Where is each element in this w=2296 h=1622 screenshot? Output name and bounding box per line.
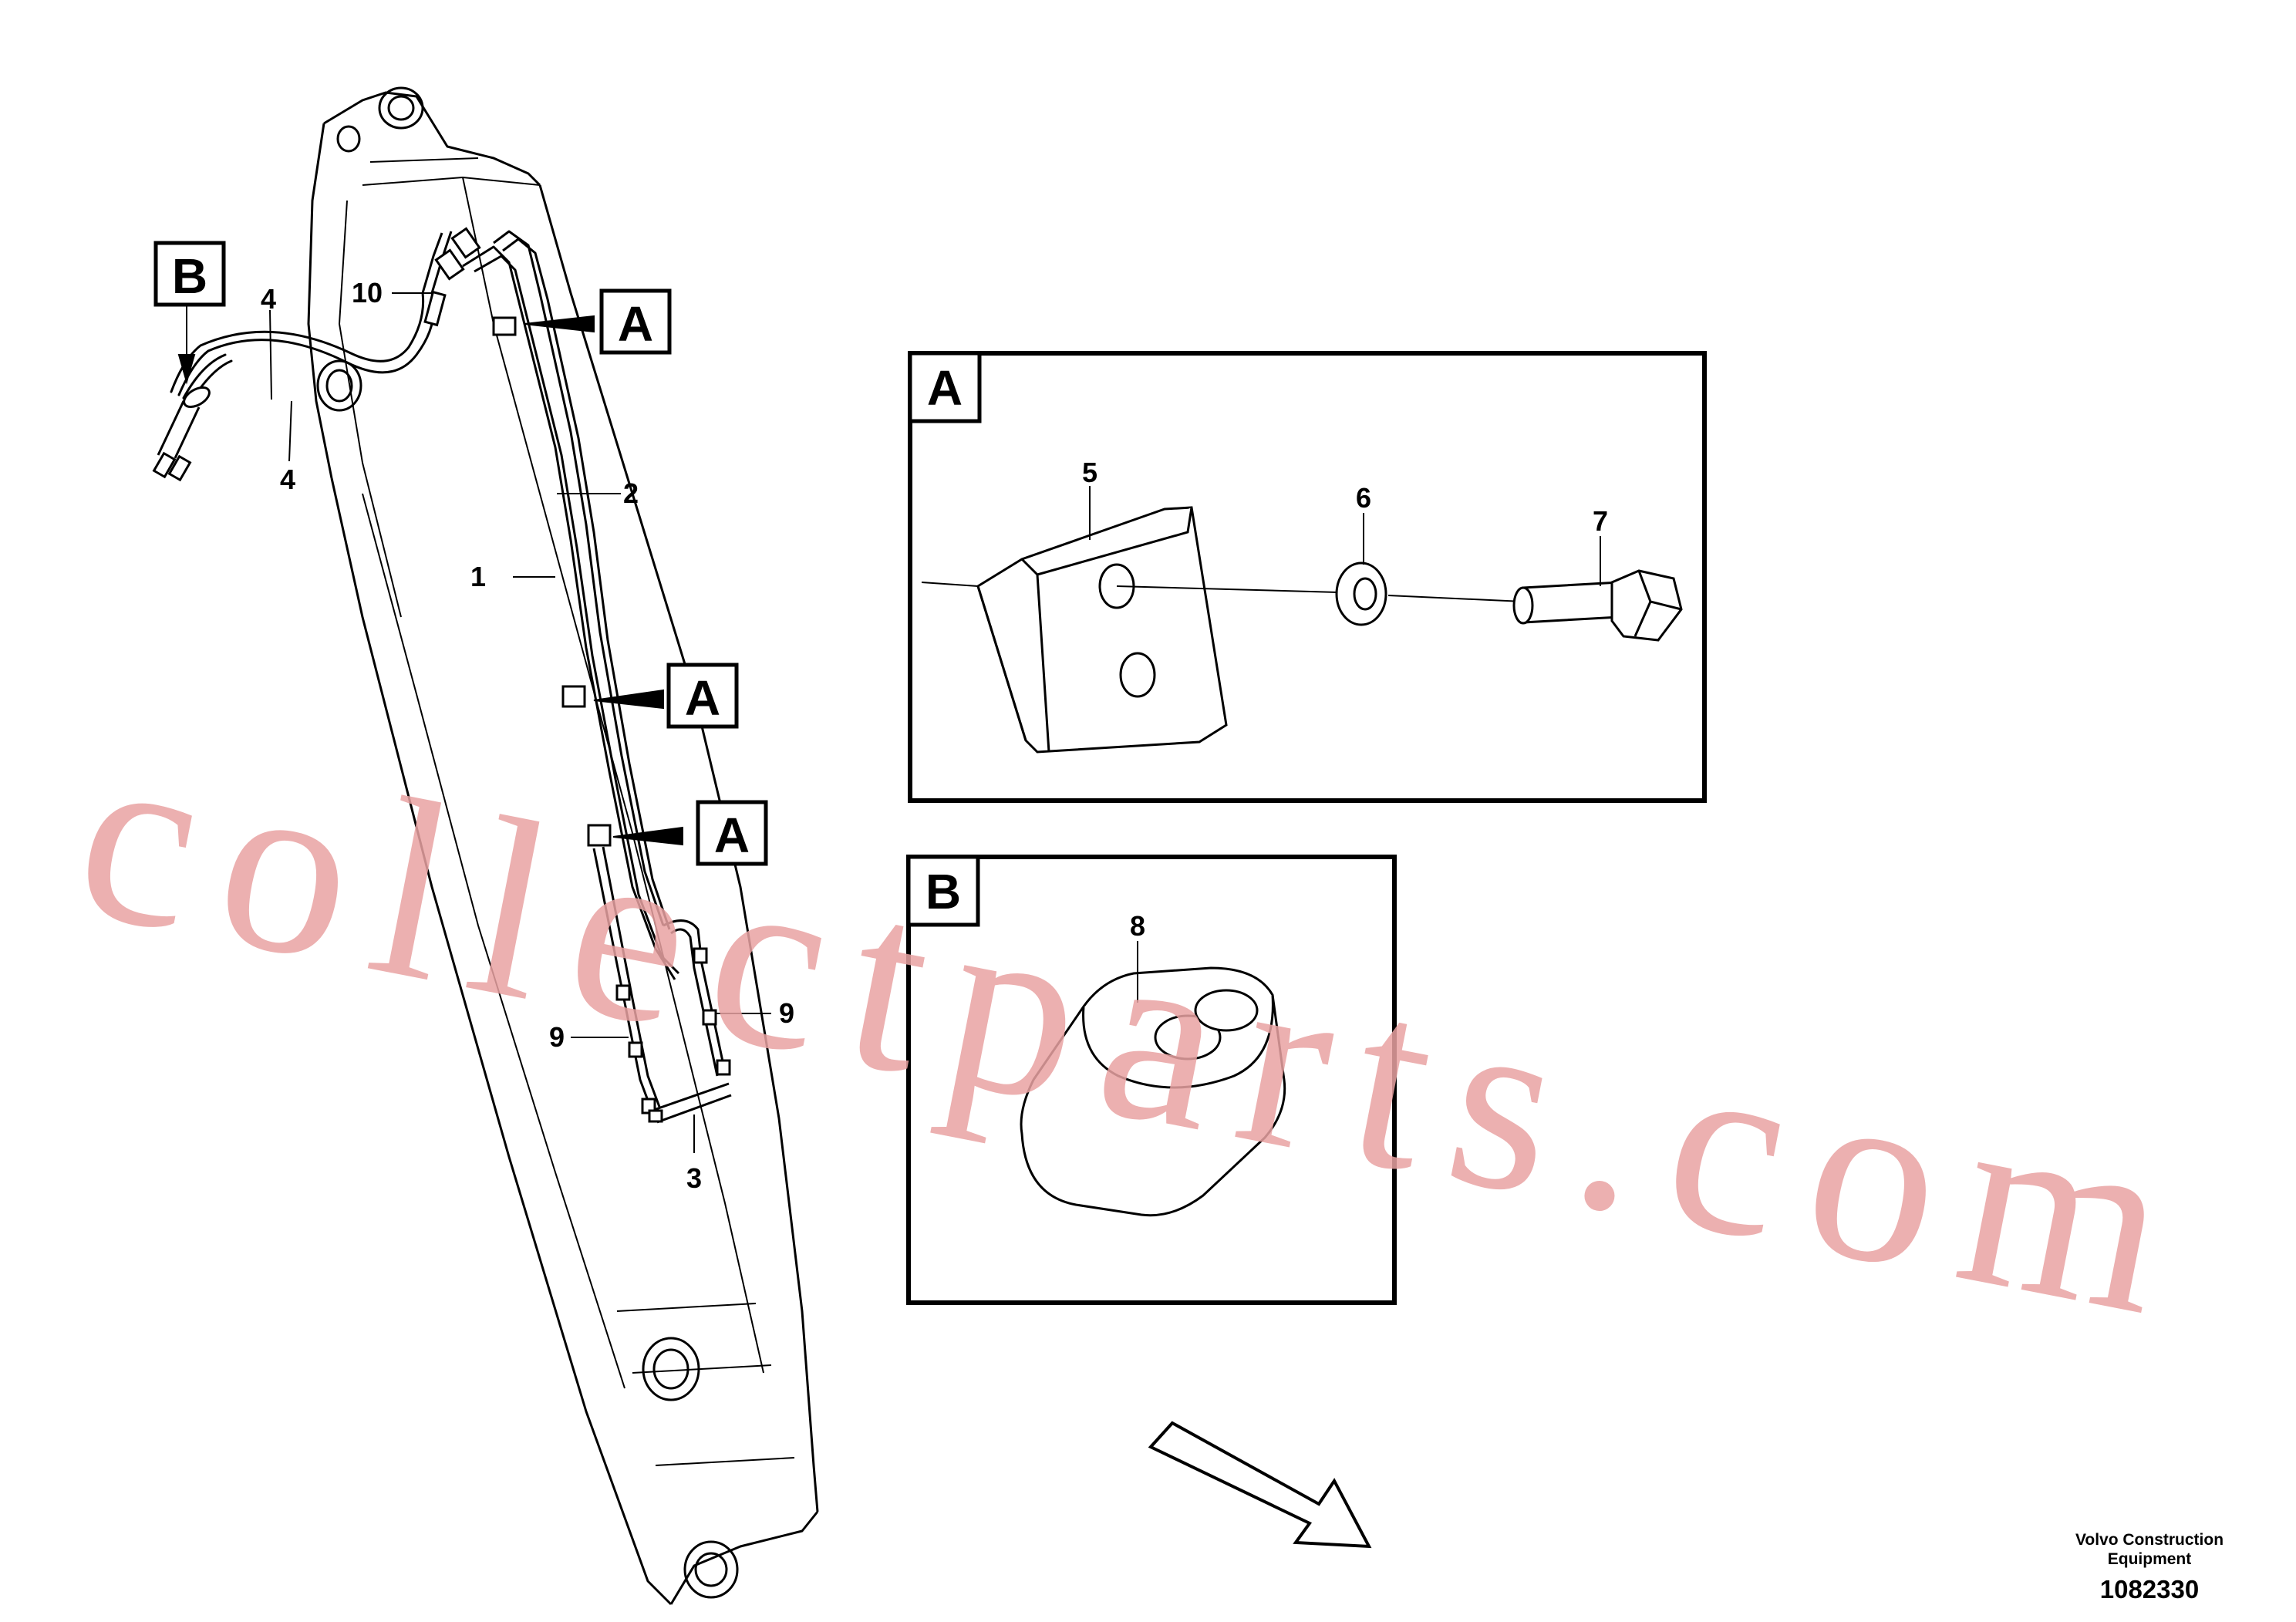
svg-text:A: A (618, 296, 653, 352)
callout-9-left: 9 (549, 1021, 565, 1053)
pipe-clamps (492, 316, 612, 847)
clamp-block-5 (976, 506, 1228, 754)
bolt-7 (1512, 569, 1683, 642)
callout-4-bottom: 4 (280, 464, 295, 495)
callout-1: 1 (470, 561, 486, 592)
callout-2: 2 (623, 477, 639, 509)
callout-7: 7 (1593, 505, 1608, 537)
hose-couplings (152, 386, 211, 482)
view-ref-b: B (153, 241, 226, 307)
callout-labels: 10 4 4 2 1 9 9 3 (261, 277, 794, 1194)
view-ref-a-2: A (666, 663, 739, 729)
hose-10 (421, 231, 453, 327)
detail-b-label: B (925, 864, 961, 919)
hose-assembly-4 (170, 292, 435, 403)
boom-pin-bores (316, 86, 739, 1599)
caption-block: Volvo Construction Equipment 1082330 (2075, 1531, 2224, 1603)
lower-pipe-fittings (615, 947, 731, 1123)
view-ref-a-3: A (696, 800, 768, 866)
caption-line-1: Volvo Construction (2075, 1531, 2224, 1549)
detail-view-a: A 5 (908, 351, 1707, 803)
callout-9-right: 9 (779, 997, 794, 1029)
document-number: 1082330 (2100, 1575, 2199, 1603)
callout-6: 6 (1356, 482, 1371, 514)
svg-text:A: A (714, 808, 750, 863)
svg-text:B: B (172, 248, 207, 304)
callout-10: 10 (352, 277, 383, 309)
callout-5: 5 (1082, 457, 1097, 488)
washer-6 (1335, 561, 1387, 626)
lower-pipes-3-9 (592, 846, 732, 1124)
spacer-block-8 (1020, 966, 1286, 1217)
callout-3: 3 (686, 1162, 702, 1194)
pipes-1-2 (462, 230, 680, 980)
svg-text:A: A (685, 670, 720, 726)
pipe-top-fittings (434, 227, 481, 281)
leader-lines (269, 292, 771, 1153)
detail-a-label: A (927, 360, 963, 416)
view-arrows (177, 305, 683, 846)
caption-line-2: Equipment (2108, 1550, 2192, 1568)
callout-8: 8 (1130, 910, 1145, 942)
detail-view-b: B 8 (906, 855, 1397, 1305)
direction-arrow (1148, 1421, 1372, 1549)
view-ref-a-1: A (599, 288, 672, 355)
callout-4-top: 4 (261, 283, 276, 315)
